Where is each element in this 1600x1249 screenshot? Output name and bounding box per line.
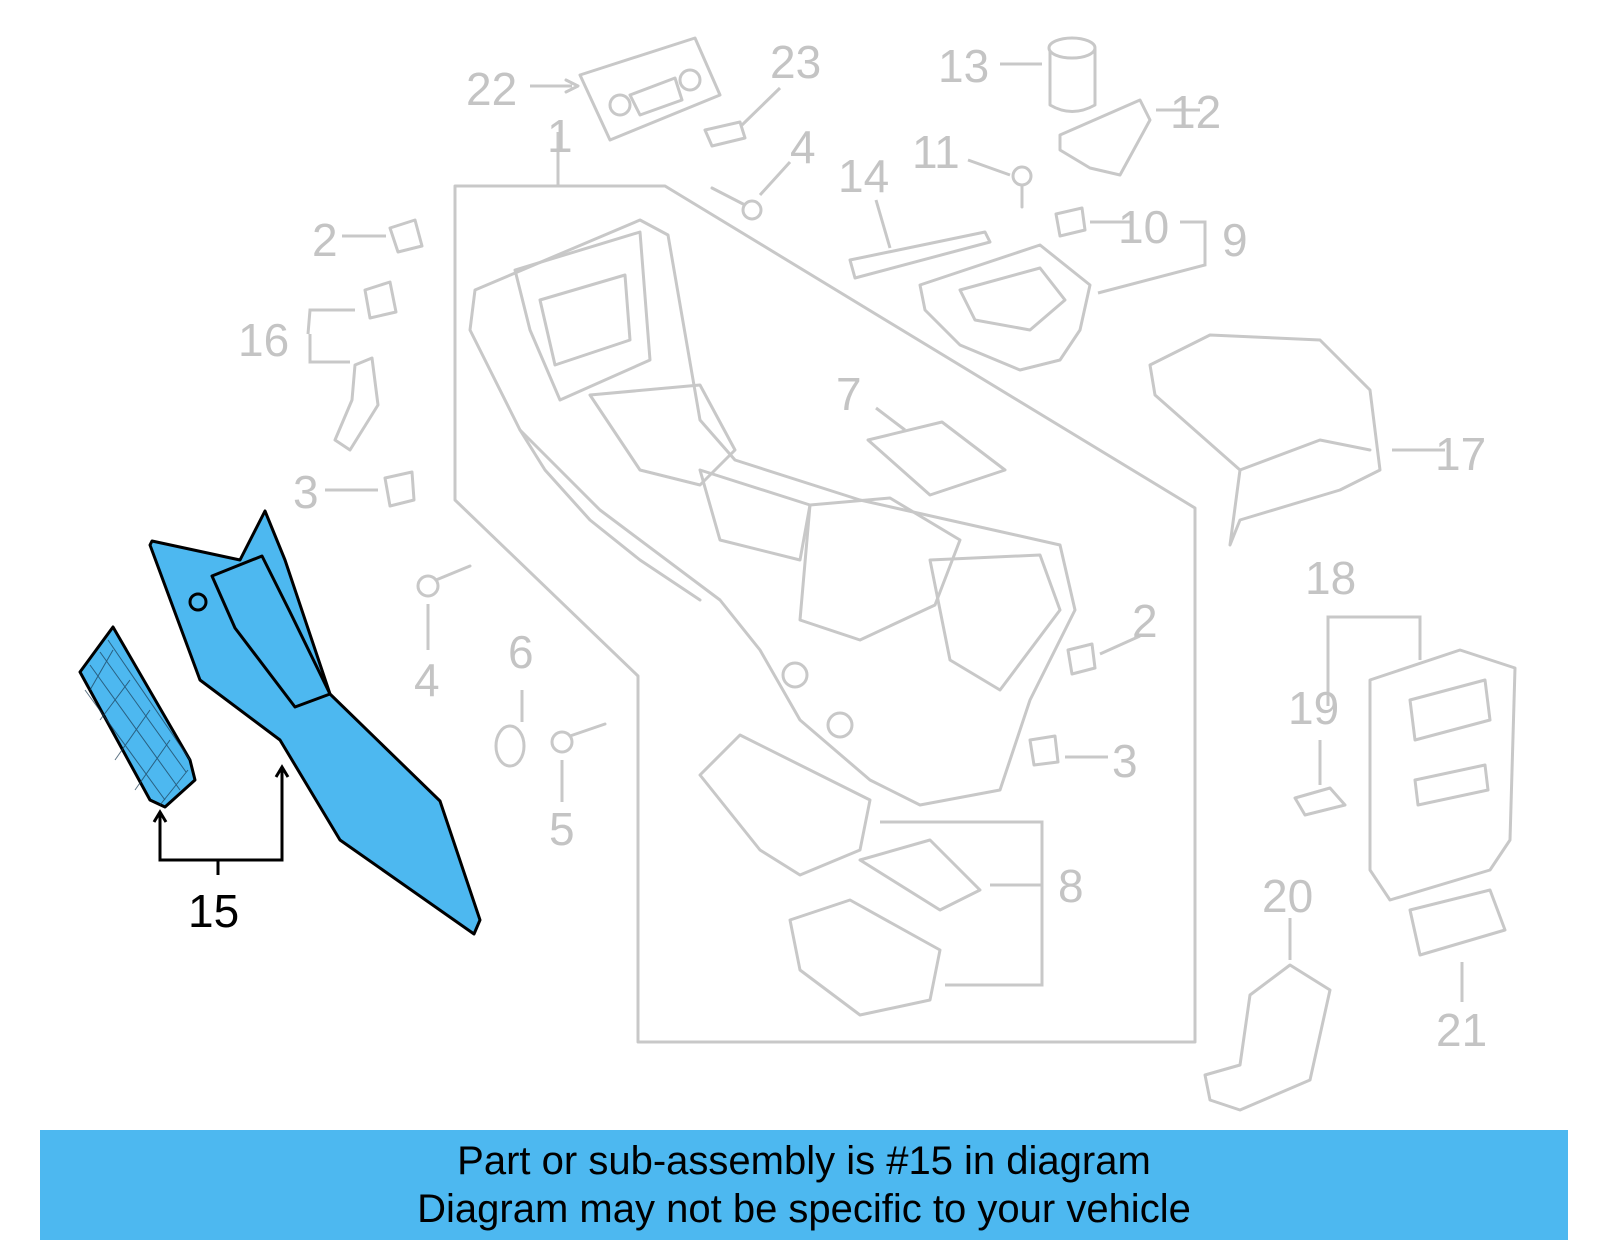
part-3-right-drawing bbox=[1028, 734, 1060, 767]
part-16-bracket-a bbox=[363, 280, 398, 320]
part-15-hole bbox=[188, 592, 208, 612]
leader-16-a bbox=[306, 308, 355, 335]
leader-2-right bbox=[1099, 634, 1141, 656]
arrow-15-a bbox=[152, 809, 168, 823]
console-group-outline bbox=[453, 184, 1197, 1044]
part-6-drawing bbox=[494, 724, 526, 768]
callout-19: 19 bbox=[1288, 682, 1339, 734]
callout-12: 12 bbox=[1170, 86, 1221, 138]
callout-18: 18 bbox=[1305, 552, 1356, 604]
part-3-left-drawing bbox=[383, 470, 416, 508]
callout-2-top: 2 bbox=[312, 214, 338, 266]
callout-21: 21 bbox=[1436, 1004, 1487, 1056]
part-15-insert bbox=[210, 554, 332, 709]
part-4-screw-top bbox=[710, 186, 763, 221]
part-22-drawing bbox=[578, 36, 722, 142]
callout-22: 22 bbox=[466, 63, 517, 115]
center-console bbox=[468, 218, 1077, 807]
callout-16: 16 bbox=[238, 314, 289, 366]
leader-18 bbox=[1326, 615, 1422, 706]
arrow-22 bbox=[564, 78, 580, 94]
part-15-side-trim bbox=[148, 509, 482, 936]
leader-15 bbox=[158, 770, 284, 875]
callout-5: 5 bbox=[549, 803, 575, 855]
leader-7 bbox=[875, 406, 906, 432]
part-18-drawing bbox=[1368, 648, 1517, 902]
callout-4-top: 4 bbox=[790, 121, 816, 173]
part-15-highlight bbox=[78, 509, 482, 936]
leader-4-top bbox=[758, 160, 792, 197]
callout-23: 23 bbox=[770, 36, 821, 88]
part-21-drawing bbox=[1408, 888, 1507, 957]
callout-6: 6 bbox=[508, 626, 534, 678]
callout-2-right: 2 bbox=[1132, 595, 1158, 647]
part-12-drawing bbox=[1058, 98, 1152, 177]
info-banner: Part or sub-assembly is #15 in diagram D… bbox=[40, 1130, 1568, 1240]
leader-8 bbox=[880, 820, 1044, 987]
part-7-drawing bbox=[866, 420, 1007, 497]
callout-3-right: 3 bbox=[1112, 735, 1138, 787]
leader-23 bbox=[740, 86, 782, 127]
callout-3-left: 3 bbox=[293, 466, 319, 518]
leader-16-b bbox=[308, 334, 350, 364]
leader-11 bbox=[967, 158, 1011, 177]
part-10-drawing bbox=[1054, 206, 1087, 238]
callout-7: 7 bbox=[836, 368, 862, 420]
callout-1: 1 bbox=[547, 110, 573, 162]
callout-14: 14 bbox=[838, 150, 889, 202]
part-14-drawing bbox=[848, 230, 992, 280]
part-15-mesh-mat bbox=[78, 625, 197, 809]
part-2-top-drawing bbox=[388, 218, 424, 254]
part-19-drawing bbox=[1293, 786, 1347, 817]
part-4-screw-bottom bbox=[416, 564, 472, 598]
part-11-screw bbox=[1011, 165, 1033, 209]
callout-13: 13 bbox=[938, 40, 989, 92]
callout-4-bottom: 4 bbox=[414, 654, 440, 706]
part-9-drawing bbox=[918, 243, 1092, 372]
parts-diagram: 1 2 2 3 3 4 4 5 6 7 8 9 10 11 12 13 14 1… bbox=[78, 36, 1517, 1112]
callout-9: 9 bbox=[1222, 214, 1248, 266]
part-8-drawings bbox=[698, 733, 982, 1017]
part-13-drawing bbox=[1047, 36, 1097, 113]
part-23-drawing bbox=[703, 120, 747, 148]
arrow-15-b bbox=[274, 764, 290, 778]
part-5-screw bbox=[550, 722, 607, 754]
part-20-drawing bbox=[1203, 963, 1332, 1112]
callout-15: 15 bbox=[188, 885, 239, 937]
callout-17: 17 bbox=[1435, 428, 1486, 480]
banner-line-disclaimer: Diagram may not be specific to your vehi… bbox=[417, 1187, 1191, 1231]
part-17-drawing bbox=[1148, 333, 1382, 547]
banner-line-part: Part or sub-assembly is #15 in diagram bbox=[457, 1139, 1151, 1183]
callout-11: 11 bbox=[912, 126, 960, 178]
leader-14 bbox=[874, 199, 892, 249]
part-16-bracket-b bbox=[333, 356, 380, 452]
callout-20: 20 bbox=[1262, 870, 1313, 922]
callout-10: 10 bbox=[1118, 201, 1169, 253]
part-2-right-drawing bbox=[1066, 642, 1097, 676]
leader-9 bbox=[1097, 220, 1207, 295]
part-15-mesh-pattern bbox=[84, 639, 191, 806]
callout-8: 8 bbox=[1058, 860, 1084, 912]
